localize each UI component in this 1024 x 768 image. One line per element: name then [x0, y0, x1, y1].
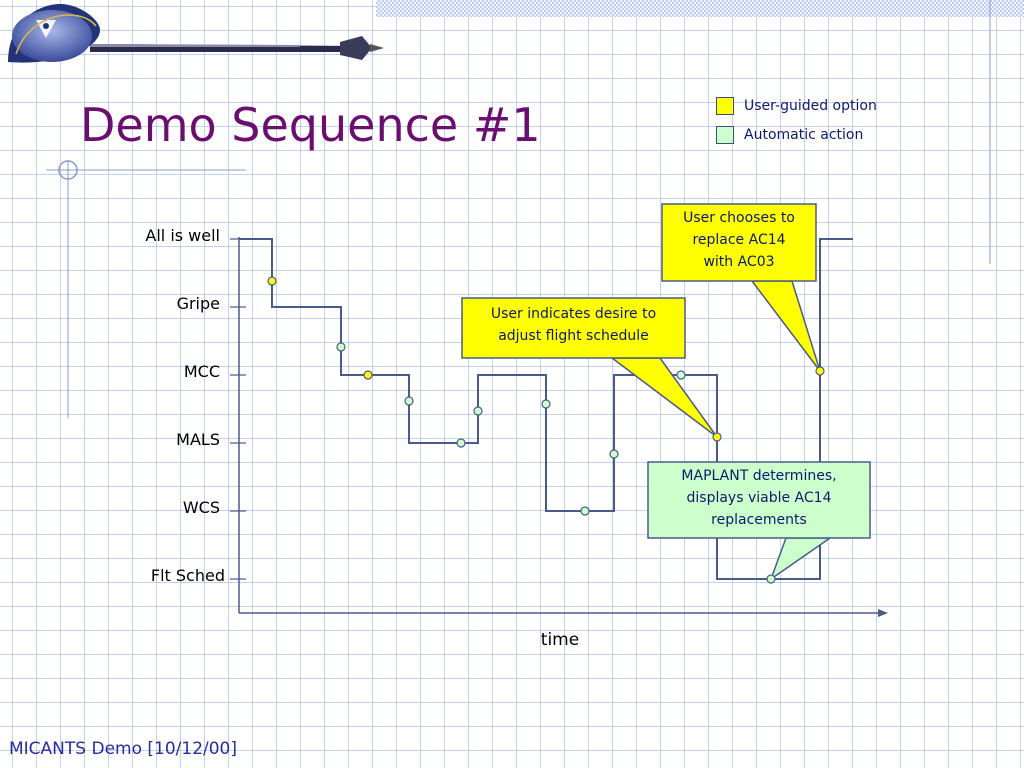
callout-text-replace: User chooses to replace AC14 with AC03	[662, 207, 816, 273]
page-title: Demo Sequence #1	[80, 98, 541, 152]
callout-pointer-maplant	[770, 537, 831, 580]
legend-item-auto: Automatic action	[716, 120, 877, 149]
auto-node	[473, 406, 483, 416]
x-axis-label: time	[541, 630, 579, 650]
callout-line: displays viable AC14	[686, 490, 832, 506]
callout-line: adjust flight schedule	[498, 328, 649, 344]
callout-box-adjust	[461, 297, 686, 359]
auto-node	[580, 506, 590, 516]
state-label-flt-sched: Flt Sched	[151, 566, 225, 585]
logo-icon	[8, 4, 384, 63]
auto-node	[404, 396, 414, 406]
auto-node	[541, 399, 551, 409]
user-node	[712, 432, 722, 442]
legend-item-user: User-guided option	[716, 91, 877, 120]
callout-text-adjust: User indicates desire to adjust flight s…	[462, 303, 685, 347]
legend-swatch-user	[716, 96, 734, 115]
callout-box-replace	[661, 203, 817, 282]
state-path	[239, 238, 853, 580]
decor-circle	[58, 160, 78, 180]
state-label-all-is-well: All is well	[145, 226, 220, 245]
auto-node	[609, 449, 619, 459]
callout-text-maplant: MAPLANT determines, displays viable AC14…	[648, 465, 870, 531]
legend-label-user: User-guided option	[744, 97, 877, 114]
callout-pointer-replace	[751, 280, 821, 372]
callout-line: MAPLANT determines,	[681, 468, 837, 484]
state-label-mals: MALS	[176, 430, 220, 449]
callout-line: with AC03	[703, 254, 775, 270]
auto-node	[766, 574, 776, 584]
state-label-gripe: Gripe	[177, 294, 220, 313]
user-node	[267, 276, 277, 286]
legend-swatch-auto	[716, 125, 734, 144]
auto-node	[336, 342, 346, 352]
callout-line: replace AC14	[692, 232, 786, 248]
footer-text: MICANTS Demo [10/12/00]	[9, 739, 238, 759]
callout-pointer-adjust	[611, 357, 718, 438]
top-banner-strip	[376, 0, 1024, 17]
state-label-wcs: WCS	[183, 498, 220, 517]
callout-line: replacements	[711, 512, 807, 528]
callout-box-maplant	[647, 461, 871, 539]
callout-line: User indicates desire to	[490, 306, 657, 322]
user-node	[815, 366, 825, 376]
callout-line: User chooses to	[683, 210, 795, 226]
state-label-mcc: MCC	[184, 362, 220, 381]
legend-label-auto: Automatic action	[744, 126, 864, 143]
auto-node	[456, 438, 466, 448]
x-axis-arrow-icon	[878, 609, 888, 617]
user-node	[363, 370, 373, 380]
auto-node	[676, 370, 686, 380]
legend: User-guided option Automatic action	[716, 91, 877, 149]
